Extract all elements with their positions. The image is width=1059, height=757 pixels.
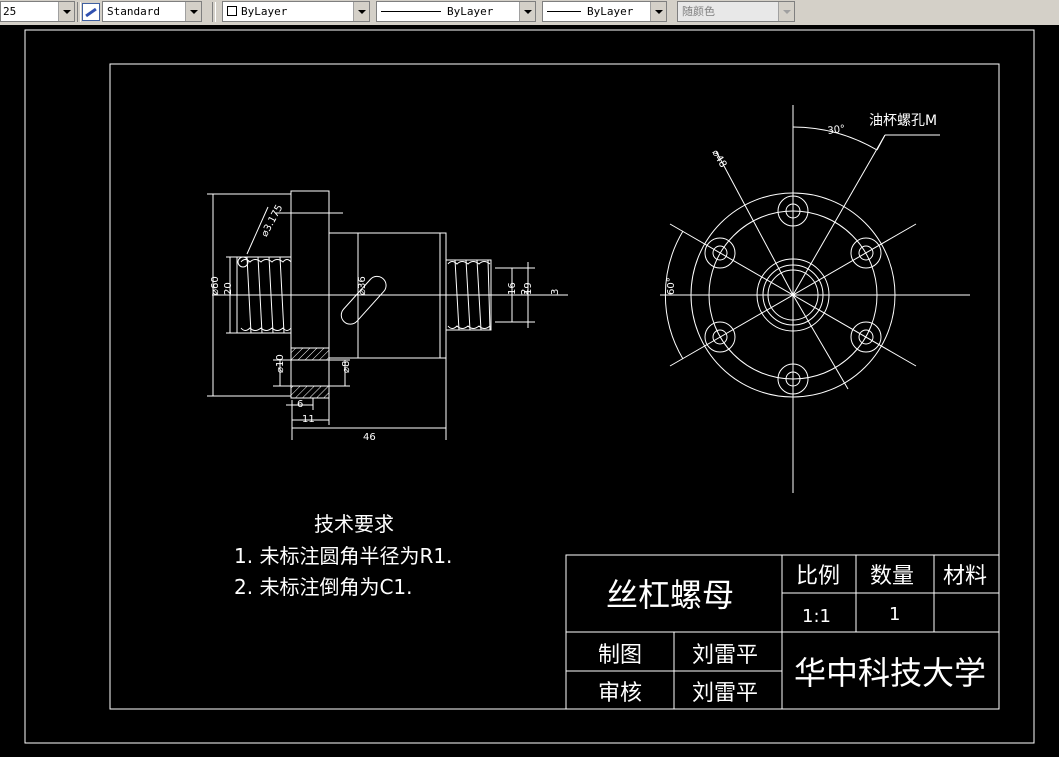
dim-19: 19 [523,282,534,295]
title-block-text: 丝杠螺母 比例 数量 材料 1:1 1 制图 刘雷平 审核 刘雷平 华中科技大学 [598,564,987,706]
technical-notes: 技术要求 1. 未标注圆角半径为R1. 2. 未标注倒角为C1. [234,512,452,599]
chevron-down-icon[interactable] [58,2,74,21]
school-name: 华中科技大学 [794,654,986,692]
qty-label: 数量 [870,564,914,589]
drawn-by: 刘雷平 [692,643,758,668]
properties-toolbar: 25 Standard ByLayer ByLayer ByLayer 随颜色 [0,0,1059,26]
dim-11: 11 [302,414,315,425]
dim-dia-3175: ⌀3.175 [259,203,285,239]
lineweight-value: ByLayer [587,5,634,18]
oil-hole-label: 油杯螺孔M [869,113,937,129]
drawing-canvas[interactable]: ⌀60 20 ⌀36 ⌀3.175 ⌀10 ⌀8 6 11 46 16 2 19… [0,25,1059,753]
note-1: 1. 未标注圆角半径为R1. [234,544,452,568]
linetype-combo[interactable]: ByLayer [376,1,536,22]
qty-value: 1 [889,604,900,625]
front-view-dimensions: ⌀60 20 ⌀36 ⌀3.175 ⌀10 ⌀8 6 11 46 16 2 19… [210,203,561,443]
material-label: 材料 [943,564,987,589]
dim-6: 6 [297,399,303,410]
notes-title: 技术要求 [314,512,394,536]
dim-dia-60: ⌀60 [210,276,221,295]
drawn-label: 制图 [598,643,642,668]
linetype-value: ByLayer [447,5,494,18]
inner-frame [109,63,1000,710]
note-2: 2. 未标注倒角为C1. [234,575,413,599]
side-view-dimensions: 30° 60° ⌀48 油杯螺孔M [666,113,937,295]
title-block [565,554,1000,710]
scale-label: 比例 [796,564,840,589]
plot-style-value: 随颜色 [682,5,715,18]
dim-2: 2 [520,289,531,295]
dim-angle-60: 60° [666,277,677,295]
lineweight-combo[interactable]: ByLayer [542,1,667,22]
dim-16: 16 [507,282,518,295]
chevron-down-icon[interactable] [353,2,369,21]
dim-dia-10: ⌀10 [275,354,286,373]
layer-combo[interactable]: ByLayer [222,1,370,22]
color-swatch-icon [227,6,237,16]
front-view [207,190,568,440]
dim-scale-value: 25 [3,5,17,18]
drawing-svg: ⌀60 20 ⌀36 ⌀3.175 ⌀10 ⌀8 6 11 46 16 2 19… [24,29,1035,744]
lineweight-sample-icon [547,11,581,12]
dim-pcd: ⌀48 [709,148,728,170]
dim-20: 20 [223,282,234,295]
layer-value: ByLayer [241,5,288,18]
part-name: 丝杠螺母 [606,576,734,614]
toolbar-separator [212,2,216,22]
text-style-icon[interactable] [82,3,100,21]
dim-dia-8: ⌀8 [341,361,352,373]
text-style-combo[interactable]: Standard [102,1,202,22]
chevron-down-icon[interactable] [650,2,666,21]
linetype-sample-icon [381,11,441,12]
chevron-down-icon[interactable] [185,2,201,21]
dim-46: 46 [363,432,376,443]
checked-by: 刘雷平 [692,681,758,706]
chevron-down-icon [778,2,794,21]
toolbar-separator [77,2,81,22]
scale-value: 1:1 [802,606,831,627]
dim-angle-30: 30° [827,124,846,137]
plot-style-combo: 随颜色 [677,1,795,22]
dim-scale-combo[interactable]: 25 [0,1,75,22]
checked-label: 审核 [598,681,642,706]
side-view [660,105,970,493]
dim-3: 3 [550,289,561,295]
chevron-down-icon[interactable] [519,2,535,21]
text-style-value: Standard [107,5,160,18]
outer-frame [24,29,1035,744]
dim-dia-36: ⌀36 [357,276,368,295]
